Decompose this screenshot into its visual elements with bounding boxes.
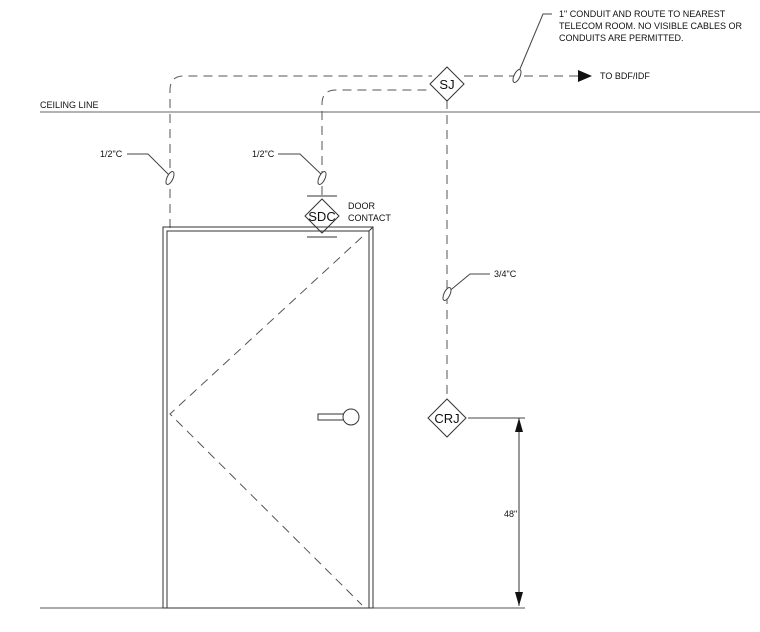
dimension-label: 48" [504, 509, 517, 519]
conduit-run-door-contact [321, 89, 432, 195]
conduit-note-line1: 1" CONDUIT AND ROUTE TO NEAREST [559, 9, 726, 19]
conduit-tag-mid-icon [317, 171, 327, 185]
conduit-tag-right-icon [442, 287, 452, 301]
crj-label: CRJ [434, 411, 459, 426]
conduit-right-label: 3/4"C [494, 269, 517, 279]
conduit-run-top [169, 75, 432, 228]
sj-label: SJ [439, 77, 454, 92]
conduit-right-leader [446, 273, 490, 294]
door-contact-line1: DOOR [348, 201, 376, 211]
door-swing-lines [169, 236, 363, 606]
conduit-note-line2: TELECOM ROOM. NO VISIBLE CABLES OR [559, 21, 743, 31]
door-handle-rose [342, 408, 360, 426]
conduit-mid-label: 1/2"C [252, 149, 275, 159]
arrow-to-bdf-icon [578, 70, 592, 82]
door [162, 226, 374, 609]
to-bdf-label: TO BDF/IDF [600, 71, 650, 81]
sdc-symbol: SDC [304, 198, 340, 234]
door-leaf [166, 230, 370, 609]
conduit-note-line3: CONDUITS ARE PERMITTED. [559, 33, 684, 43]
dimension-arrow-top-icon [515, 418, 523, 432]
conduit-left-label: 1/2"C [100, 149, 123, 159]
conduit-tag-top-icon [512, 69, 522, 83]
conduit-left-leader [127, 153, 171, 177]
dimension-arrow-bottom-icon [515, 592, 523, 606]
door-contact-line2: CONTACT [348, 213, 391, 223]
conduit-mid-leader [278, 153, 323, 176]
door-frame-corner [368, 226, 374, 232]
conduit-note-leader [516, 13, 552, 77]
crj-symbol: CRJ [427, 398, 467, 438]
sj-symbol: SJ [429, 66, 465, 102]
sdc-label: SDC [308, 209, 335, 224]
conduit-tag-left-icon [165, 171, 175, 185]
ceiling-line-label: CEILING LINE [40, 100, 99, 110]
